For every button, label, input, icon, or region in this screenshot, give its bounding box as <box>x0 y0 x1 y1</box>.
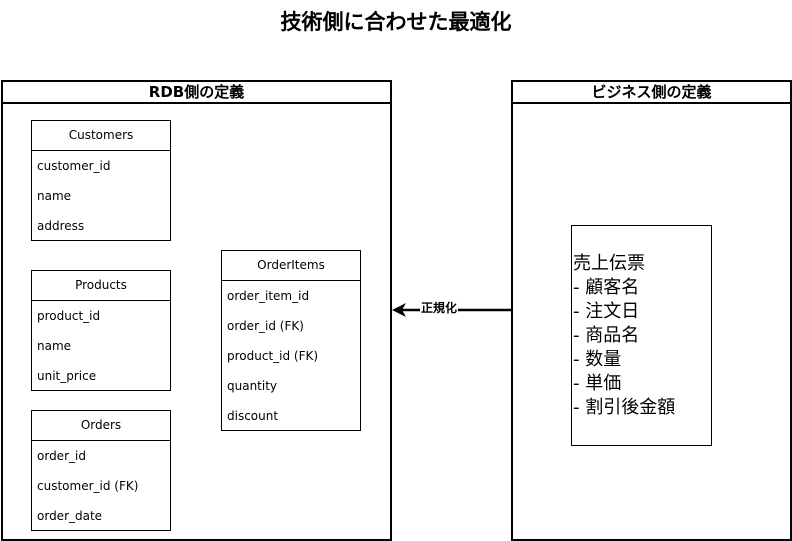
slip-item-product-name: - 商品名 <box>573 324 640 346</box>
business-pool-header: ビジネス側の定義 <box>513 82 790 104</box>
field-product-id-fk: product_id (FK) <box>227 349 319 363</box>
entity-orders-header: Orders <box>32 411 170 441</box>
normalization-arrow-head <box>392 303 406 317</box>
field-name: name <box>37 189 72 203</box>
field-customer-id-fk: customer_id (FK) <box>37 479 139 493</box>
field-discount: discount <box>227 409 279 423</box>
normalization-label: 正規化 <box>420 299 459 317</box>
field-quantity: quantity <box>227 379 278 393</box>
entity-customers[interactable]: Customers customer_id name address <box>31 120 171 241</box>
rdb-pool-header: RDB側の定義 <box>3 82 390 104</box>
entity-order-items[interactable]: OrderItems order_item_id order_id (FK) p… <box>221 250 361 431</box>
sales-slip-note[interactable]: 売上伝票 - 顧客名 - 注文日 - 商品名 - 数量 - 単価 - 割引後金額 <box>571 225 712 446</box>
field-unit-price: unit_price <box>37 369 97 383</box>
slip-item-unit-price: - 単価 <box>573 372 622 394</box>
entity-products[interactable]: Products product_id name unit_price <box>31 270 171 391</box>
entity-products-header: Products <box>32 271 170 301</box>
slip-item-discounted-amount: - 割引後金額 <box>573 396 676 418</box>
business-pool: ビジネス側の定義 <box>511 80 792 541</box>
entity-order-items-header: OrderItems <box>222 251 360 281</box>
slip-title: 売上伝票 <box>573 252 645 274</box>
field-product-id: product_id <box>37 309 101 323</box>
field-name: name <box>37 339 72 353</box>
field-address: address <box>37 219 85 233</box>
slip-item-quantity: - 数量 <box>573 348 622 370</box>
field-order-item-id: order_item_id <box>227 289 310 303</box>
field-order-id: order_id <box>37 449 86 463</box>
field-order-date: order_date <box>37 509 103 523</box>
field-order-id-fk: order_id (FK) <box>227 319 304 333</box>
entity-customers-header: Customers <box>32 121 170 151</box>
field-customer-id: customer_id <box>37 159 111 173</box>
slip-item-customer-name: - 顧客名 <box>573 276 640 298</box>
diagram-title: 技術側に合わせた最適化 <box>280 10 512 34</box>
slip-item-order-date: - 注文日 <box>573 300 640 322</box>
entity-orders[interactable]: Orders order_id customer_id (FK) order_d… <box>31 410 171 531</box>
